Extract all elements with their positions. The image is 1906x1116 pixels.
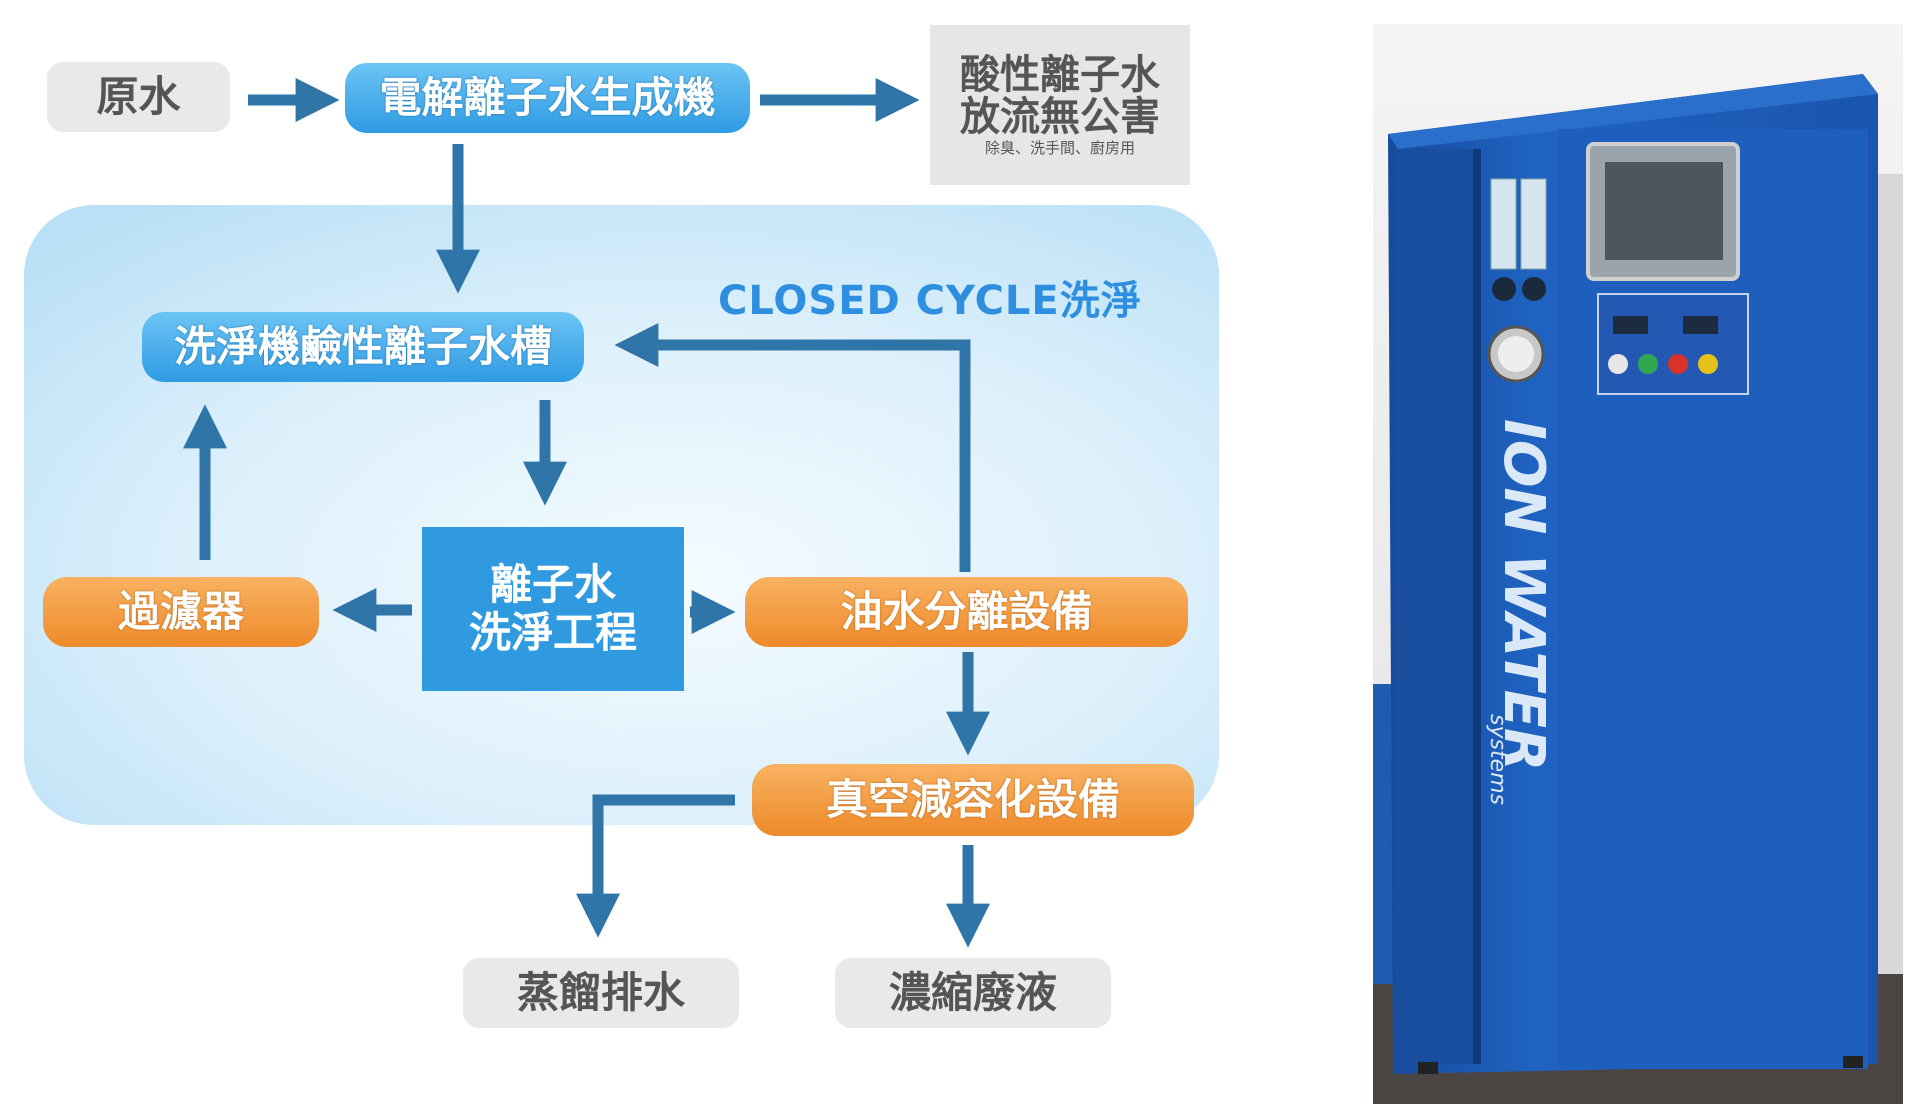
raw-water-box: 原水 bbox=[47, 62, 230, 132]
machine-brand-sub: systems bbox=[1485, 714, 1510, 805]
acid-water-box: 酸性離子水 放流無公害 除臭、洗手間、廚房用 bbox=[930, 25, 1190, 185]
ion-water-machine-photo: ION WATER systems bbox=[1373, 24, 1903, 1104]
arrow-vacuum-to-distilled bbox=[576, 794, 735, 938]
process-line1: 離子水 bbox=[489, 559, 616, 609]
vacuum-reduction-box: 真空減容化設備 bbox=[752, 764, 1194, 836]
arrow-oil-to-tank-cycle bbox=[614, 323, 971, 572]
machine-brand-text: ION WATER bbox=[1491, 419, 1556, 771]
concentrate-waste-box: 濃縮廢液 bbox=[835, 958, 1111, 1028]
acid-water-note: 除臭、洗手間、廚房用 bbox=[984, 138, 1135, 157]
process-line2: 洗淨工程 bbox=[468, 608, 637, 657]
acid-water-line2: 放流無公害 bbox=[960, 93, 1160, 140]
ion-wash-process-box: 離子水 洗淨工程 bbox=[422, 527, 684, 691]
oil-separator-box: 油水分離設備 bbox=[745, 577, 1188, 647]
distilled-drain-box: 蒸餾排水 bbox=[463, 958, 739, 1028]
generator-box: 電解離子水生成機 bbox=[345, 63, 750, 133]
alkaline-tank-box: 洗淨機鹼性離子水槽 bbox=[142, 312, 584, 382]
filter-box: 過濾器 bbox=[43, 577, 319, 647]
closed-cycle-label: CLOSED CYCLE洗淨 bbox=[718, 278, 1142, 324]
acid-water-line1: 酸性離子水 bbox=[960, 51, 1160, 98]
